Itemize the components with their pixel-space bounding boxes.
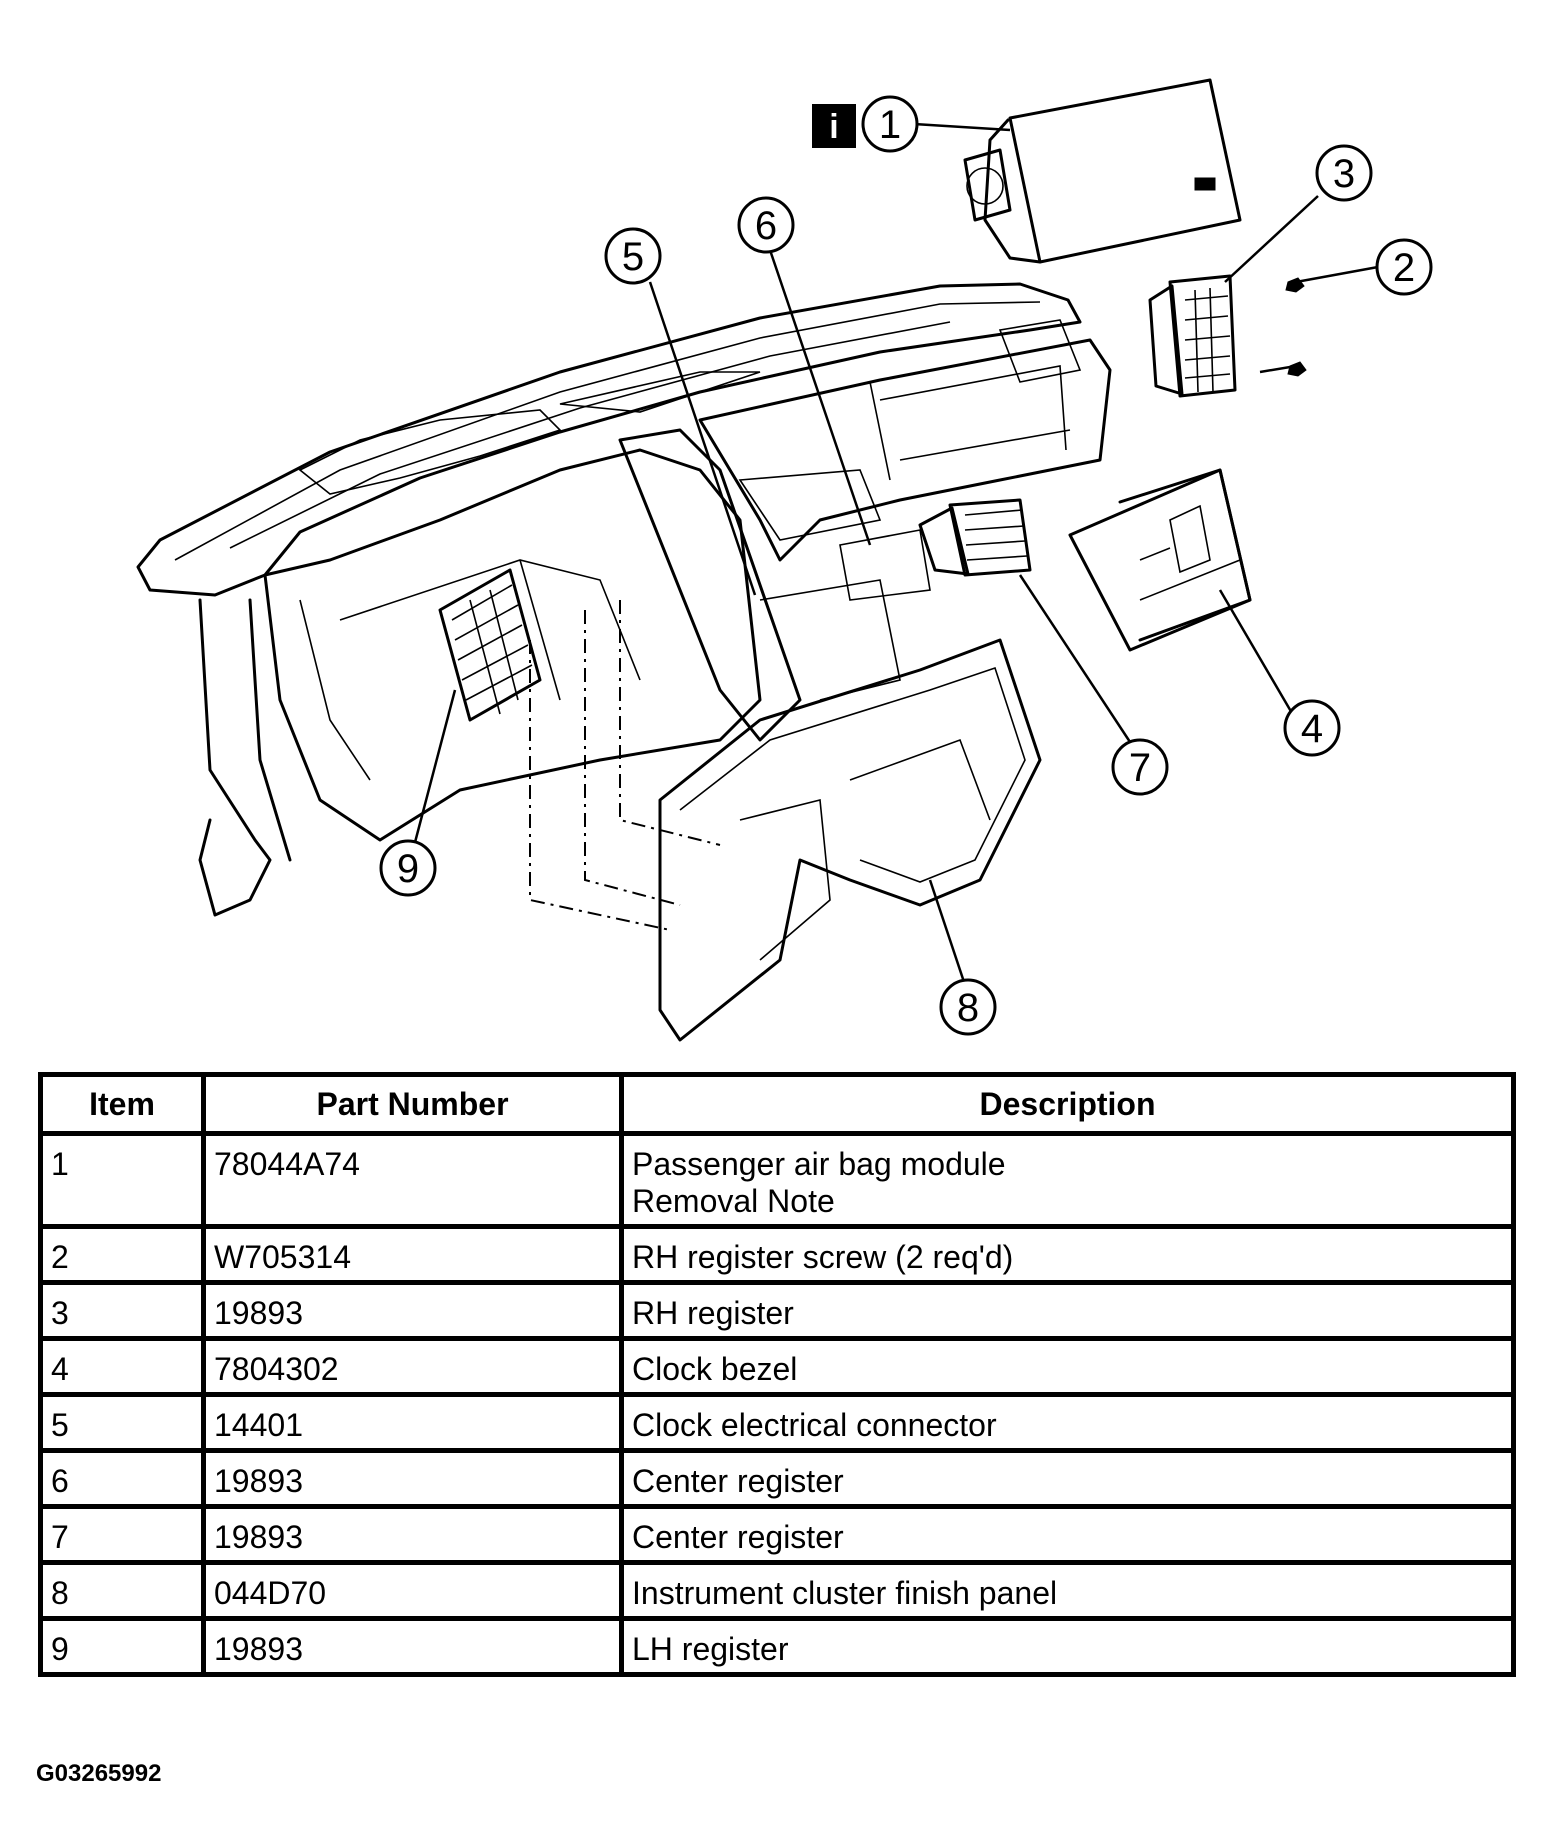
cell-item: 5 xyxy=(38,1392,206,1453)
cell-part-number: W705314 xyxy=(201,1224,624,1285)
cell-item: 6 xyxy=(38,1448,206,1509)
cell-item: 2 xyxy=(38,1224,206,1285)
svg-text:1: 1 xyxy=(879,103,901,147)
svg-text:i: i xyxy=(829,108,838,146)
svg-text:3: 3 xyxy=(1333,152,1355,196)
column-header-item: Item xyxy=(38,1072,206,1136)
cell-description: Clock bezel xyxy=(619,1336,1516,1397)
cell-part-number: 7804302 xyxy=(201,1336,624,1397)
description-line: LH register xyxy=(632,1631,789,1667)
callout-9: 9 xyxy=(379,839,437,897)
svg-text:8: 8 xyxy=(957,986,979,1030)
callout-1: 1 xyxy=(861,95,919,153)
instrument-cluster-finish-panel-drawing xyxy=(658,638,1042,1042)
clock-bezel-drawing xyxy=(1068,468,1252,652)
svg-text:2: 2 xyxy=(1393,246,1415,290)
cell-description: Instrument cluster finish panel xyxy=(619,1560,1516,1621)
cell-item: 7 xyxy=(38,1504,206,1565)
description-line: Instrument cluster finish panel xyxy=(632,1575,1058,1611)
cell-item: 1 xyxy=(38,1131,206,1229)
table-header-row: Item Part Number Description xyxy=(38,1072,1516,1136)
cell-part-number: 044D70 xyxy=(201,1560,624,1621)
callout-2: 2 xyxy=(1375,238,1433,296)
center-register-7-drawing xyxy=(918,498,1032,577)
description-line: RH register xyxy=(632,1295,794,1331)
leader-lines xyxy=(411,122,1379,986)
callout-8: 8 xyxy=(939,978,997,1036)
column-header-description: Description xyxy=(619,1072,1516,1136)
description-line: Removal Note xyxy=(632,1183,835,1219)
cell-description: Center register xyxy=(619,1448,1516,1509)
svg-text:7: 7 xyxy=(1129,746,1151,790)
cell-part-number: 19893 xyxy=(201,1504,624,1565)
svg-text:9: 9 xyxy=(397,847,419,891)
callout-4: 4 xyxy=(1283,699,1341,757)
exploded-view-diagram: i 1 2 3 4 5 6 7 8 9 xyxy=(136,78,1433,1042)
description-line: Passenger air bag module xyxy=(632,1146,1006,1182)
cell-item: 3 xyxy=(38,1280,206,1341)
description-line: Center register xyxy=(632,1519,844,1555)
column-header-part-number: Part Number xyxy=(201,1072,624,1136)
svg-text:6: 6 xyxy=(755,204,777,248)
air-bag-module-drawing xyxy=(963,78,1242,264)
svg-text:4: 4 xyxy=(1301,707,1323,751)
figure-id: G03265992 xyxy=(36,1760,162,1787)
lh-register-drawing xyxy=(438,568,542,722)
cell-description: RH register xyxy=(619,1280,1516,1341)
description-line: Clock bezel xyxy=(632,1351,798,1387)
cell-description: LH register xyxy=(619,1616,1516,1677)
cell-item: 4 xyxy=(38,1336,206,1397)
cell-part-number: 19893 xyxy=(201,1280,624,1341)
svg-text:5: 5 xyxy=(622,235,644,279)
cell-description: RH register screw (2 req'd) xyxy=(619,1224,1516,1285)
cell-description: Center register xyxy=(619,1504,1516,1565)
description-line: Clock electrical connector xyxy=(632,1407,997,1443)
callout-3: 3 xyxy=(1315,144,1373,202)
rh-register-drawing xyxy=(1148,274,1307,398)
callout-6: 6 xyxy=(737,196,795,254)
instrument-panel-drawing xyxy=(136,282,1112,931)
cell-part-number: 78044A74 xyxy=(201,1131,624,1229)
cell-part-number: 19893 xyxy=(201,1616,624,1677)
description-line: RH register screw (2 req'd) xyxy=(632,1239,1014,1275)
description-line: Center register xyxy=(632,1463,844,1499)
cell-description: Clock electrical connector xyxy=(619,1392,1516,1453)
callout-5: 5 xyxy=(604,227,662,285)
cell-item: 9 xyxy=(38,1616,206,1677)
cell-part-number: 19893 xyxy=(201,1448,624,1509)
cell-part-number: 14401 xyxy=(201,1392,624,1453)
callout-7: 7 xyxy=(1111,738,1169,796)
info-icon: i xyxy=(812,104,856,148)
cell-item: 8 xyxy=(38,1560,206,1621)
